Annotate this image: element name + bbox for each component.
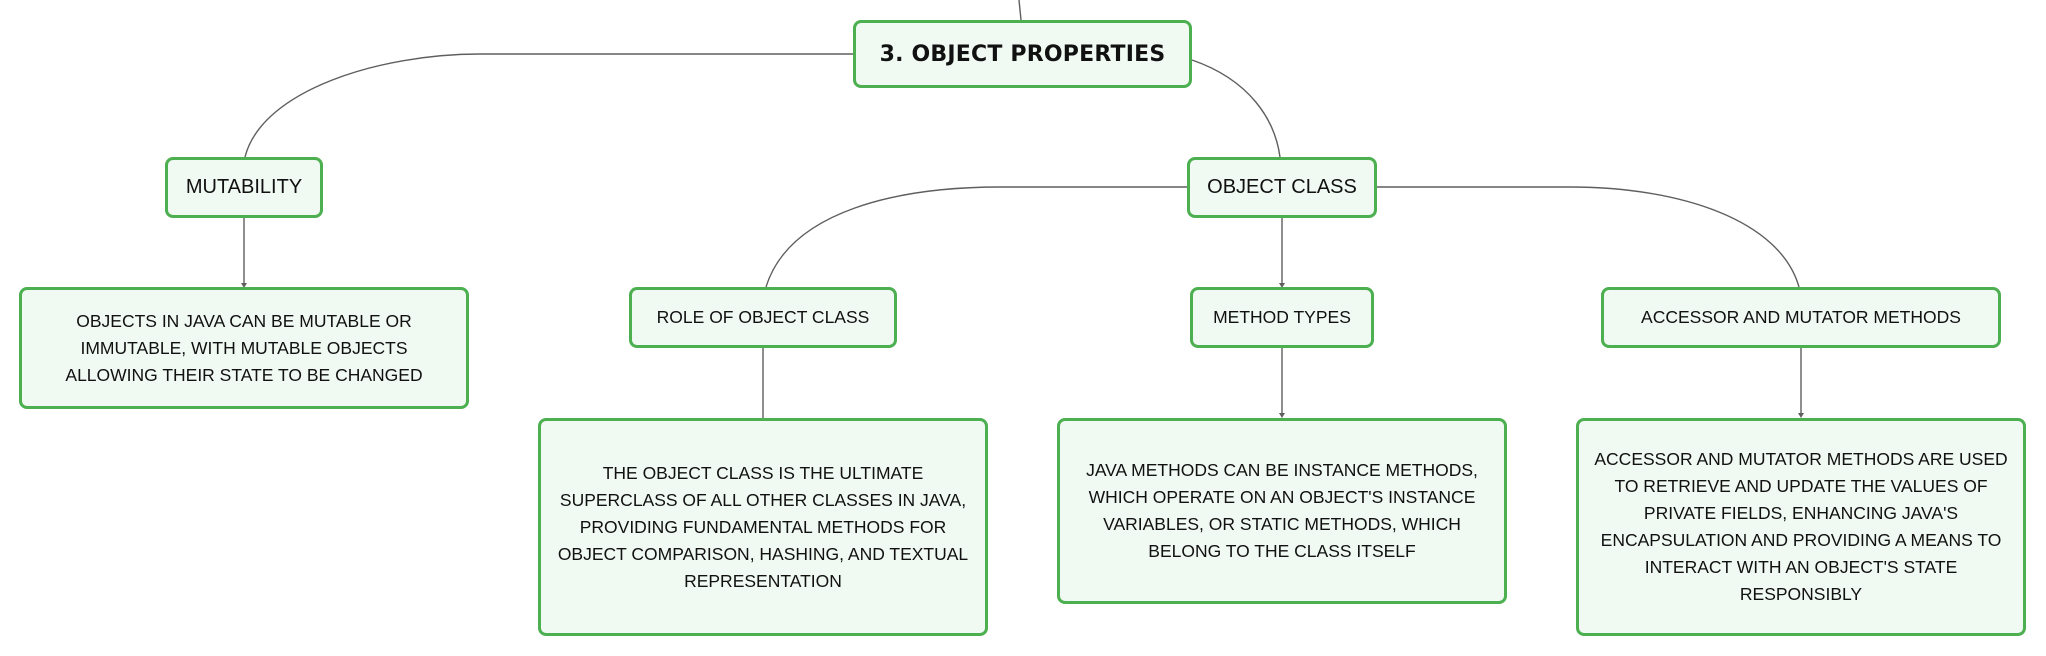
node-object-class[interactable]: OBJECT CLASS [1187, 157, 1377, 218]
arrowhead-object-class-method-types [1279, 283, 1285, 288]
node-object-class-label: OBJECT CLASS [1207, 176, 1357, 198]
node-accessor-and-mutator-methods-description-text: ACCESSOR AND MUTATOR METHODS ARE USED TO… [1594, 449, 2008, 604]
node-role-of-object-class-label: ROLE OF OBJECT CLASS [656, 307, 870, 327]
node-method-types[interactable]: METHOD TYPES [1190, 287, 1374, 348]
arrowhead-method-types-description [1279, 413, 1285, 418]
node-method-types-description-text: JAVA METHODS CAN BE INSTANCE METHODS, WH… [1086, 460, 1478, 561]
node-accessor-and-mutator-methods[interactable]: ACCESSOR AND MUTATOR METHODS [1601, 287, 2001, 348]
node-accessor-and-mutator-methods-description[interactable]: ACCESSOR AND MUTATOR METHODS ARE USED TO… [1576, 418, 2026, 636]
node-mutability-label: MUTABILITY [185, 176, 303, 198]
connector-root-to-mutability [244, 53, 853, 158]
root-node-label: 3. OBJECT PROPERTIES [879, 41, 1166, 67]
node-method-types-description[interactable]: JAVA METHODS CAN BE INSTANCE METHODS, WH… [1057, 418, 1507, 604]
connector-root-to-object-class [1191, 59, 1281, 158]
root-node-object-properties[interactable]: 3. OBJECT PROPERTIES [853, 20, 1192, 88]
node-mutability-description-text: OBJECTS IN JAVA CAN BE MUTABLE OR IMMUTA… [65, 310, 423, 385]
connector-object-class-to-role [765, 186, 1187, 288]
connector-object-class-to-accessor [1377, 186, 1800, 288]
node-accessor-and-mutator-methods-label: ACCESSOR AND MUTATOR METHODS [1641, 307, 1961, 327]
arrowhead-mutability-description [241, 283, 247, 288]
node-method-types-label: METHOD TYPES [1213, 307, 1351, 327]
node-role-of-object-class-description[interactable]: THE OBJECT CLASS IS THE ULTIMATE SUPERCL… [538, 418, 988, 636]
node-mutability[interactable]: MUTABILITY [165, 157, 323, 218]
arrowhead-accessor-description [1798, 413, 1804, 418]
node-role-of-object-class-description-text: THE OBJECT CLASS IS THE ULTIMATE SUPERCL… [557, 462, 969, 591]
node-role-of-object-class[interactable]: ROLE OF OBJECT CLASS [629, 287, 897, 348]
node-mutability-description[interactable]: OBJECTS IN JAVA CAN BE MUTABLE OR IMMUTA… [19, 287, 469, 409]
connector-root-incoming [1018, 0, 1022, 21]
